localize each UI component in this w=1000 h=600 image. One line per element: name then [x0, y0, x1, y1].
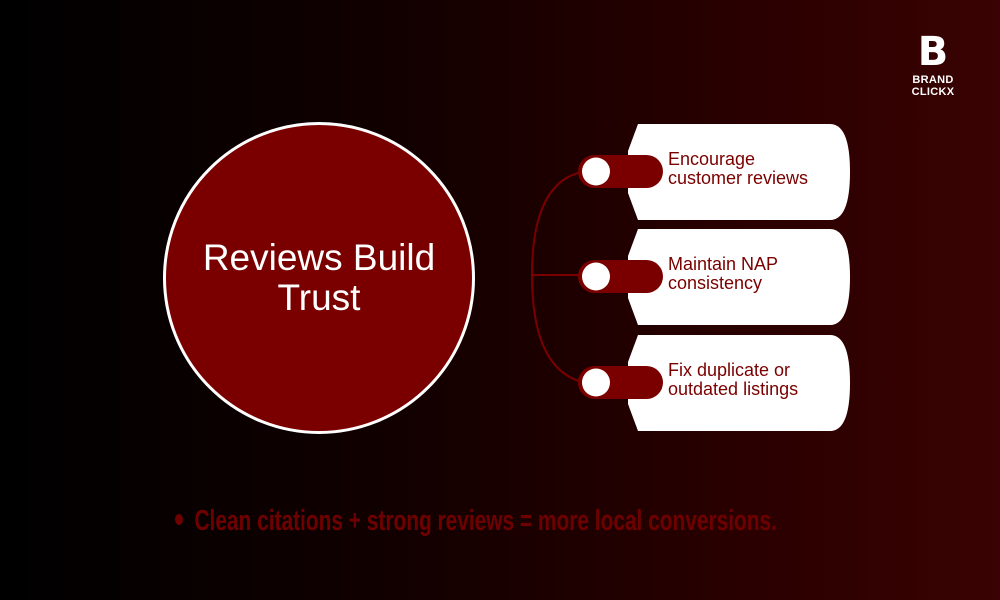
footer-statement: Clean citations + strong reviews = more …: [175, 505, 777, 538]
footer-text: Clean citations + strong reviews = more …: [194, 505, 777, 537]
center-circle: Reviews Build Trust: [163, 122, 475, 434]
center-title: Reviews Build Trust: [202, 237, 436, 318]
logo-letter: B: [917, 29, 949, 75]
tag-line: customer reviews: [668, 168, 809, 188]
tag-line: Encourage: [668, 149, 756, 169]
logo-name: BRAND CLICKX: [911, 74, 955, 98]
bullet-icon: [175, 513, 183, 525]
brand-logo: B BRAND CLICKX: [893, 32, 973, 98]
tag-line: consistency: [668, 273, 763, 293]
tag-line: Fix duplicate or: [668, 360, 791, 380]
tag-line: Maintain NAP: [668, 254, 779, 274]
tag-line: outdated listings: [668, 379, 799, 399]
